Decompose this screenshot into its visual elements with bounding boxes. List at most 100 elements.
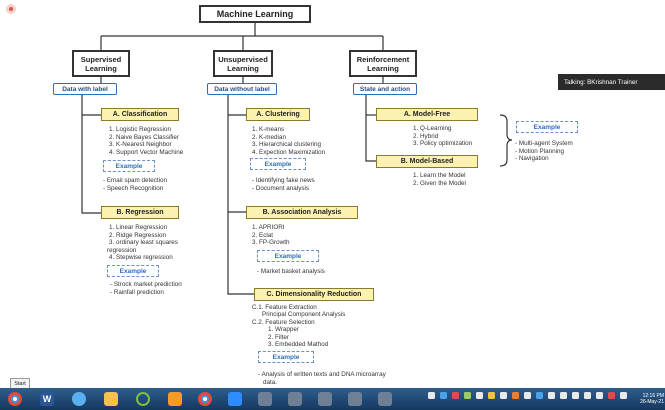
reinforcement-node: Reinforcement Learning bbox=[349, 50, 417, 77]
clock-time: 12:16 PM bbox=[642, 393, 664, 399]
model-free-list: 1. Q-Learning 2. Hybrid 3. Policy optimi… bbox=[413, 125, 472, 148]
dim-line: 3. Embedded Mathod bbox=[268, 341, 329, 348]
list-item: regression bbox=[107, 246, 137, 254]
root-label: Machine Learning bbox=[216, 8, 294, 19]
network-icon[interactable] bbox=[572, 392, 579, 399]
app-icon[interactable] bbox=[348, 392, 362, 406]
app-icon[interactable] bbox=[258, 392, 272, 406]
list-item: 3. ordinary least squares bbox=[109, 239, 178, 247]
tray-icon[interactable] bbox=[560, 392, 567, 399]
list-item: - Rainfall prediction bbox=[110, 288, 164, 296]
app-icon[interactable] bbox=[168, 392, 182, 406]
root-node: Machine Learning bbox=[199, 5, 311, 23]
clustering-examples: - Identifying fake news - Document analy… bbox=[252, 177, 315, 192]
list-item: 2. Given the Model bbox=[413, 179, 466, 187]
supervised-title: Supervised bbox=[80, 54, 122, 64]
clustering-example-box: Example bbox=[250, 158, 306, 170]
association-example-box: Example bbox=[257, 250, 319, 262]
list-item: 3. Policy optimization bbox=[413, 140, 473, 148]
classification-heading: A. Classification bbox=[101, 108, 179, 121]
list-item: 3. FP-Growth bbox=[252, 239, 290, 247]
list-item: 1. Learn the Model bbox=[413, 172, 466, 179]
tray-icon[interactable] bbox=[524, 392, 531, 399]
dim-example: data. bbox=[263, 379, 278, 386]
tray-icon[interactable] bbox=[500, 392, 507, 399]
volume-icon[interactable] bbox=[584, 392, 591, 399]
tray-icon[interactable] bbox=[428, 392, 435, 399]
tray-icon[interactable] bbox=[464, 392, 471, 399]
ie-icon[interactable] bbox=[72, 392, 86, 406]
classification-examples: - Email spam detection - Speech Recognit… bbox=[103, 177, 167, 192]
unsupervised-title: Unsupervised bbox=[218, 54, 268, 64]
heading-label: A. Classification bbox=[112, 111, 168, 118]
example-label: Example bbox=[264, 160, 292, 168]
list-item: - Identifying fake news bbox=[252, 177, 315, 184]
list-item: - Multi-agent System bbox=[515, 140, 573, 147]
media-icon[interactable] bbox=[136, 392, 150, 406]
tray-icon[interactable] bbox=[452, 392, 459, 399]
list-item: 3. K-Nearest Neighbor bbox=[109, 141, 172, 149]
list-item: 2. Eclat bbox=[252, 231, 273, 239]
zoom-icon[interactable] bbox=[228, 392, 242, 406]
regression-heading: B. Regression bbox=[101, 206, 179, 219]
example-label: Example bbox=[119, 267, 147, 275]
heading-label: A. Clustering bbox=[256, 111, 300, 118]
list-item: 1. K-means bbox=[252, 126, 285, 133]
clustering-heading: A. Clustering bbox=[246, 108, 310, 121]
tray-icon[interactable] bbox=[512, 392, 519, 399]
model-based-heading: B. Model-Based bbox=[376, 155, 478, 168]
list-item: 2. Hybrid bbox=[413, 132, 439, 140]
list-item: 4. Expection Maximization bbox=[252, 148, 326, 156]
chrome-icon[interactable] bbox=[8, 392, 22, 406]
association-heading: B. Association Analysis bbox=[246, 206, 358, 219]
system-clock[interactable]: 12:16 PM 26-May-21 bbox=[638, 393, 664, 405]
list-item: 2. Naive Bayes Classifier bbox=[109, 133, 179, 141]
model-free-heading: A. Model-Free bbox=[376, 108, 478, 121]
list-item: 1. Linear Regression bbox=[109, 224, 168, 231]
reinforcement-examples: - Multi-agent System - Motion Planning -… bbox=[515, 140, 573, 163]
tray-icon[interactable] bbox=[536, 392, 543, 399]
tray-icon[interactable] bbox=[440, 392, 447, 399]
list-item: 2. Ridge Regression bbox=[109, 231, 167, 239]
talking-indicator: Talking: BKrishnan Trainer bbox=[558, 74, 665, 90]
list-item: 1. APRIORI bbox=[252, 224, 285, 231]
regression-list: 1. Linear Regression 2. Ridge Regression… bbox=[107, 224, 178, 262]
clock-date: 26-May-21 bbox=[640, 399, 664, 405]
list-item: 1. Logistic Regression bbox=[109, 126, 171, 133]
dim-example: - Analysis of written texts and DNA micr… bbox=[258, 371, 386, 378]
list-item: 3. Hierarchical clustering bbox=[252, 141, 321, 149]
example-label: Example bbox=[533, 123, 561, 131]
dim-line: 2. Filter bbox=[268, 334, 289, 341]
app-icon[interactable] bbox=[378, 392, 392, 406]
tray-icon[interactable] bbox=[488, 392, 495, 399]
word-icon[interactable]: W bbox=[40, 392, 54, 406]
tray-icon[interactable] bbox=[476, 392, 483, 399]
classification-example-box: Example bbox=[103, 160, 155, 172]
list-item: - Strock market prediction bbox=[110, 281, 182, 288]
chrome-icon[interactable] bbox=[198, 392, 212, 406]
tray-icon[interactable] bbox=[608, 392, 615, 399]
record-indicator-icon bbox=[6, 4, 16, 14]
tag-label: Data with label bbox=[62, 85, 108, 93]
supervised-node: Supervised Learning bbox=[72, 50, 130, 77]
dimensionality-heading: C. Dimensionality Reduction bbox=[254, 288, 374, 301]
tag-label: State and action bbox=[359, 85, 411, 93]
tray-icon[interactable] bbox=[620, 392, 627, 399]
tag-data-without-label: Data without label bbox=[207, 83, 277, 95]
example-label: Example bbox=[115, 162, 143, 170]
regression-example-box: Example bbox=[107, 265, 159, 277]
tray-icon[interactable] bbox=[548, 392, 555, 399]
model-based-list: 1. Learn the Model 2. Given the Model bbox=[413, 172, 466, 187]
flag-icon[interactable] bbox=[596, 392, 603, 399]
dim-line: C.1. Feature Extraction bbox=[252, 304, 317, 311]
folder-icon[interactable] bbox=[104, 392, 118, 406]
list-item: - Navigation bbox=[515, 155, 549, 163]
list-item: - Document analysis bbox=[252, 184, 310, 192]
association-list: 1. APRIORI 2. Eclat 3. FP-Growth bbox=[252, 224, 289, 247]
tag-label: Data without label bbox=[214, 85, 270, 93]
heading-label: A. Model-Free bbox=[403, 111, 451, 118]
app-icon[interactable] bbox=[318, 392, 332, 406]
start-label: Start bbox=[14, 381, 26, 387]
app-icon[interactable] bbox=[288, 392, 302, 406]
